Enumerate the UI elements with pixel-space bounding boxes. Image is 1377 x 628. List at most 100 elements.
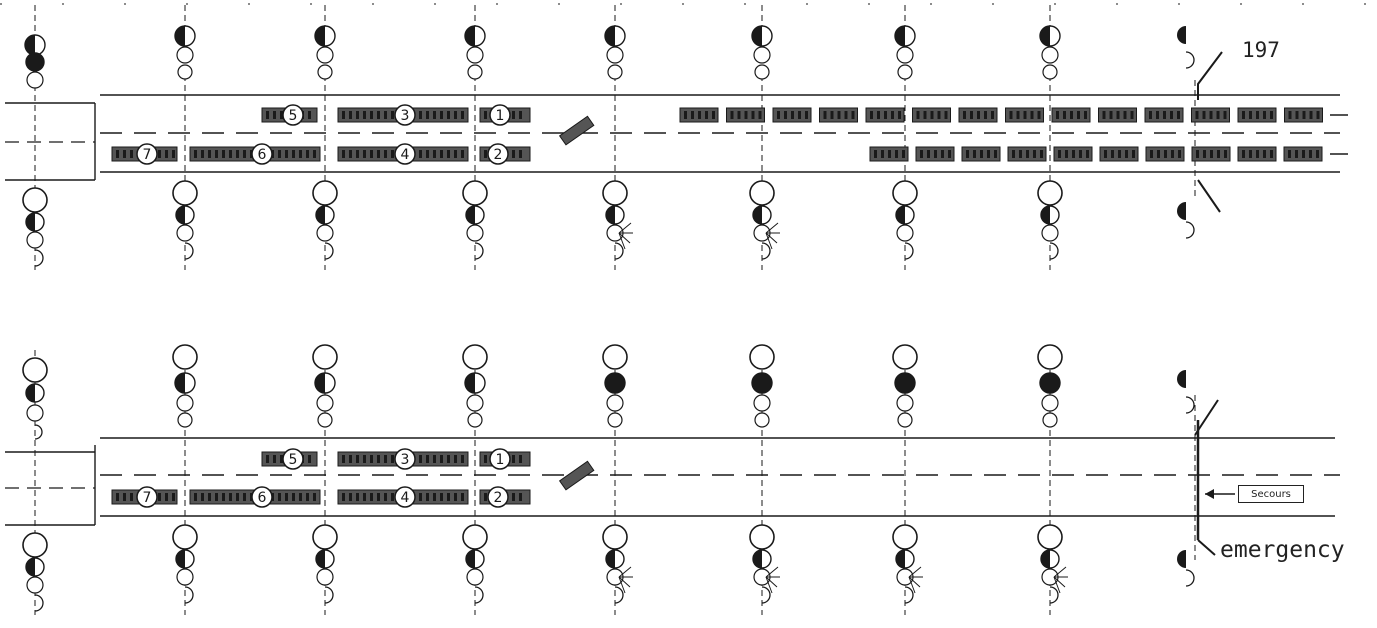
signal-bottom-up-5-d [897, 412, 913, 428]
signal-bottom-down-0-d [184, 586, 194, 604]
signal-bottom-down-2-b [465, 549, 485, 569]
vehicle-number-top-lower-1: 6 [251, 143, 273, 165]
signal-bottom-down-0-c [176, 568, 194, 586]
signal-bottom-left-c [26, 404, 44, 422]
signal-bottom-down-1-c [316, 568, 334, 586]
signal-bottom-down-2-d [474, 586, 484, 604]
signal-bottom-up-4-c [753, 394, 771, 412]
svg-text:2: 2 [494, 147, 503, 163]
glare-bottom-5 [908, 566, 923, 594]
signal-top-down-2-c [466, 224, 484, 242]
signal-bottom-down-0-a [172, 524, 198, 550]
signal-top-up-3-b [606, 46, 624, 64]
glare-top-4 [765, 222, 780, 250]
queue-lower-9 [1283, 146, 1323, 162]
signal-top-up-2-c [467, 64, 483, 80]
signal-top-down-4-d [761, 242, 771, 260]
signal-top-down-4-b [752, 205, 772, 225]
vehicle-number-top-lower-3: 2 [487, 143, 509, 165]
vehicle-number-bottom-lower-1: 6 [251, 486, 273, 508]
signal-bottom-up-0-b [174, 372, 196, 394]
signal-top-down-5-b [895, 205, 915, 225]
signal-bottom-left-down-a [22, 532, 48, 558]
signal-bottom-up-2-b [464, 372, 486, 394]
signal-bottom-up-4-d [754, 412, 770, 428]
queue-lower-0 [869, 146, 909, 162]
queue-lower-3 [1007, 146, 1047, 162]
queue-upper-8 [1051, 107, 1091, 123]
signal-bottom-up-1-c [316, 394, 334, 412]
signal-bottom-down-3-b [605, 549, 625, 569]
signal-top-up-1-b [316, 46, 334, 64]
signal-bottom-down-4-a [749, 524, 775, 550]
signal-top-up-4-b [753, 46, 771, 64]
signal-top-down-3-a [602, 180, 628, 206]
svg-text:6: 6 [258, 147, 267, 163]
queue-upper-12 [1237, 107, 1277, 123]
signal-top-up-0-c [177, 64, 193, 80]
secours-arrowhead [1205, 489, 1214, 499]
signal-bottom-left-d [34, 424, 43, 440]
signal-top-up-6-c [1042, 64, 1058, 80]
queue-lower-1 [915, 146, 955, 162]
signal-top-up-6-a [1039, 25, 1061, 47]
signal-bottom-down-5-d [904, 586, 914, 604]
queue-upper-0 [679, 107, 719, 123]
signal-top-down-1-c [316, 224, 334, 242]
glare-bottom-3 [618, 566, 633, 594]
right-signal-top-bot-b [1185, 221, 1195, 239]
queue-upper-11 [1191, 107, 1230, 123]
signal-bottom-up-2-c [466, 394, 484, 412]
vehicle-number-top-upper-2: 1 [489, 104, 511, 126]
signal-top-up-5-a [894, 25, 916, 47]
signal-bottom-down-5-a [892, 524, 918, 550]
signal-bottom-up-4-b [751, 372, 773, 394]
signal-bottom-down-1-a [312, 524, 338, 550]
signal-top-down-5-c [896, 224, 914, 242]
signal-top-up-1-c [317, 64, 333, 80]
queue-lower-6 [1145, 146, 1185, 162]
vehicle-number-bottom-lower-0: 7 [136, 486, 158, 508]
signal-bottom-up-5-a [892, 344, 918, 370]
vehicle-number-top-lower-0: 7 [136, 143, 158, 165]
svg-text:3: 3 [401, 452, 410, 468]
glare-bottom-6 [1053, 566, 1068, 594]
signal-bottom-up-0-c [176, 394, 194, 412]
signal-bottom-up-5-b [894, 372, 916, 394]
signal-bottom-down-4-b [752, 549, 772, 569]
signal-bottom-up-2-d [467, 412, 483, 428]
signal-bottom-down-6-d [1049, 586, 1059, 604]
right-signal-bottom-bot [1177, 550, 1186, 568]
signal-bottom-down-4-d [761, 586, 771, 604]
signal-top-down-6-a [1037, 180, 1063, 206]
signal-bottom-down-3-a [602, 524, 628, 550]
svg-text:5: 5 [289, 452, 298, 468]
svg-text:4: 4 [401, 490, 410, 506]
signal-bottom-down-6-b [1040, 549, 1060, 569]
signal-top-down-6-b [1040, 205, 1060, 225]
vehicle-number-bottom-upper-0: 5 [282, 448, 304, 470]
signal-top-up-5-c [897, 64, 913, 80]
signal-top-left-a [24, 34, 46, 56]
signal-bottom-up-6-b [1039, 372, 1061, 394]
signal-bottom-up-6-c [1041, 394, 1059, 412]
signal-bottom-left-a [22, 357, 48, 383]
emergency-label: emergency [1220, 537, 1345, 563]
queue-lower-7 [1191, 146, 1231, 162]
emergency-bracket-bottom [1197, 539, 1216, 556]
signal-top-up-4-c [754, 64, 770, 80]
queue-upper-10 [1144, 107, 1184, 123]
signal-top-left-c [26, 71, 44, 89]
secours-box: Secours [1238, 485, 1304, 503]
right-signal-top-top-b [1185, 51, 1195, 69]
signal-bottom-up-3-a [602, 344, 628, 370]
vehicle-number-bottom-lower-2: 4 [394, 486, 416, 508]
signal-top-down-5-d [904, 242, 914, 260]
signal-bottom-down-1-d [324, 586, 334, 604]
signal-top-up-2-a [464, 25, 486, 47]
signal-bottom-up-0-a [172, 344, 198, 370]
corner-label: 197 [1242, 38, 1280, 62]
svg-text:7: 7 [143, 490, 152, 506]
glare-top-3 [618, 222, 633, 250]
